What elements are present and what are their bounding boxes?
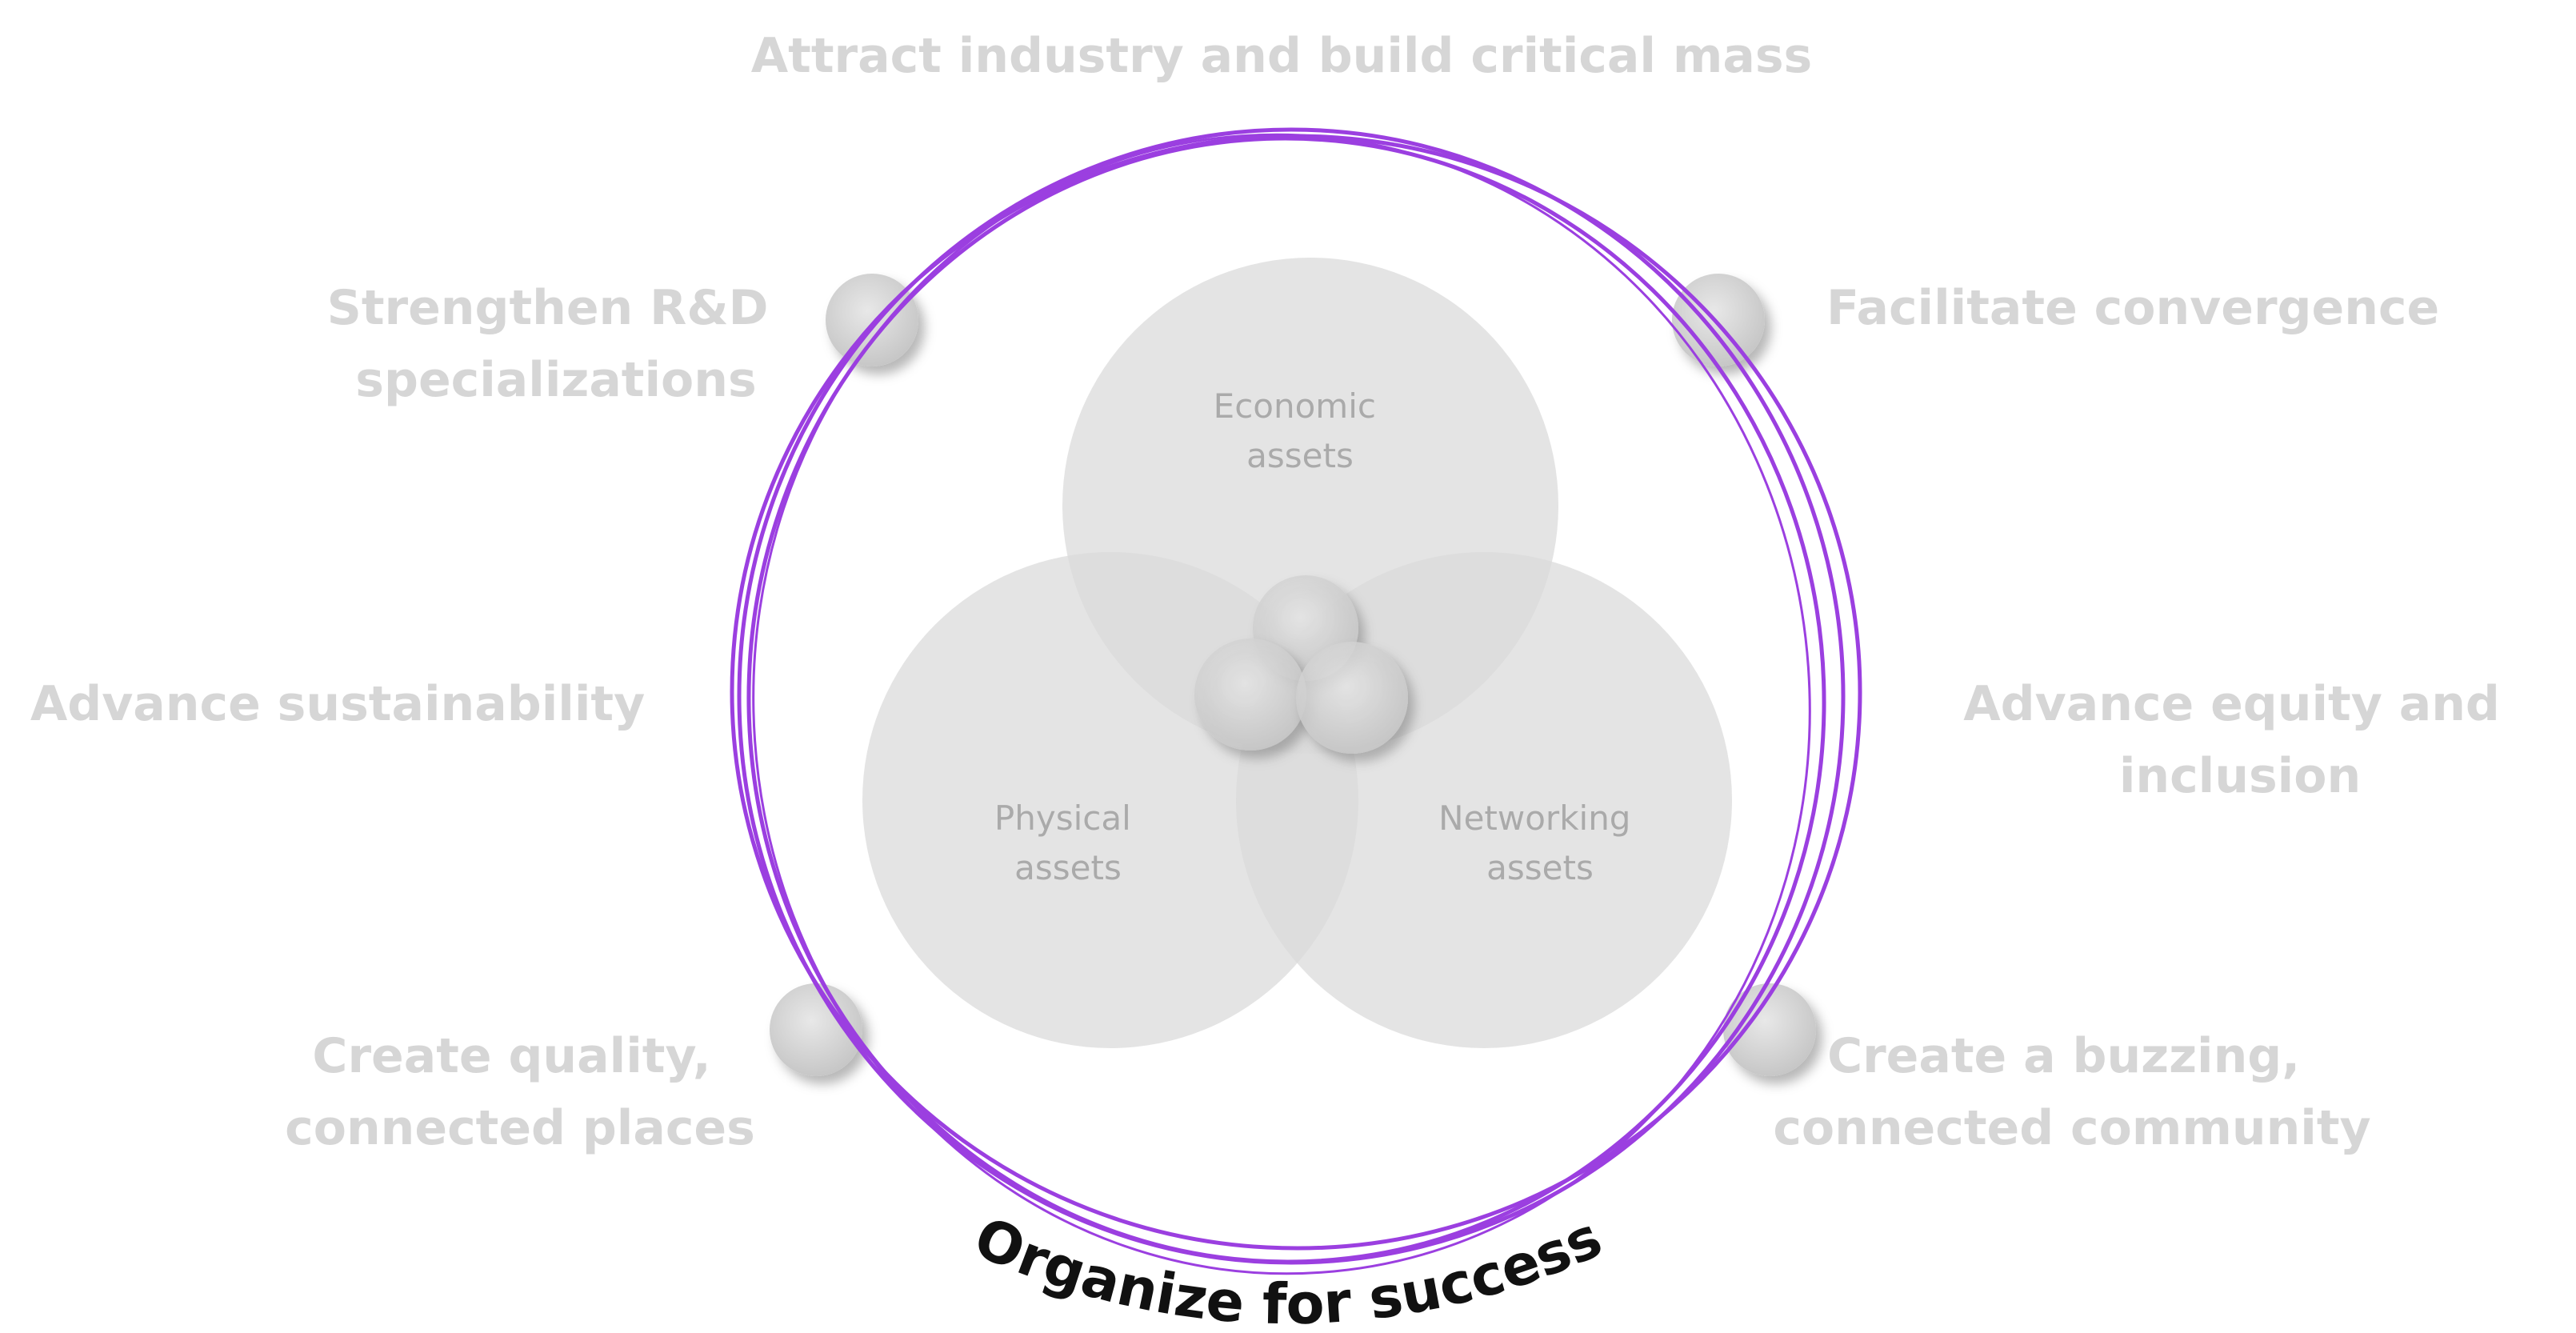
organize-for-success-textpath: Organize for success [965, 1204, 1611, 1333]
connector-bubble-lower-right [1723, 983, 1816, 1076]
organize-ring [730, 127, 1862, 1275]
goal-attract-industry: Attract industry and build critical mass [751, 28, 1813, 84]
connector-bubble-lower-left [770, 983, 862, 1076]
goal-strengthen-rd: Strengthen R&D specializations [327, 280, 786, 408]
physical-assets-label: Physical assets [994, 799, 1142, 887]
asset-venn [862, 258, 1732, 1048]
ring-stroke-2 [746, 136, 1826, 1264]
goal-advance-equity: Advance equity and inclusion [1963, 676, 2517, 804]
connector-bubble-upper-right [1672, 274, 1765, 366]
organize-for-success-label: Organize for success [965, 1204, 1611, 1333]
networking-assets-label: Networking assets [1438, 799, 1642, 887]
economic-assets-label: Economic assets [1214, 386, 1387, 475]
center-bubble-left [1194, 638, 1306, 751]
goal-quality-places: Create quality, connected places [285, 1028, 755, 1156]
goal-buzzing-community: Create a buzzing, connected community [1773, 1028, 2370, 1156]
center-bubble-right [1296, 642, 1408, 754]
connector-bubble-upper-left [826, 274, 918, 366]
goal-facilitate-convergence: Facilitate convergence [1826, 280, 2439, 336]
goal-advance-sustainability: Advance sustainability [30, 676, 645, 732]
ring-stroke-4 [752, 133, 1811, 1275]
